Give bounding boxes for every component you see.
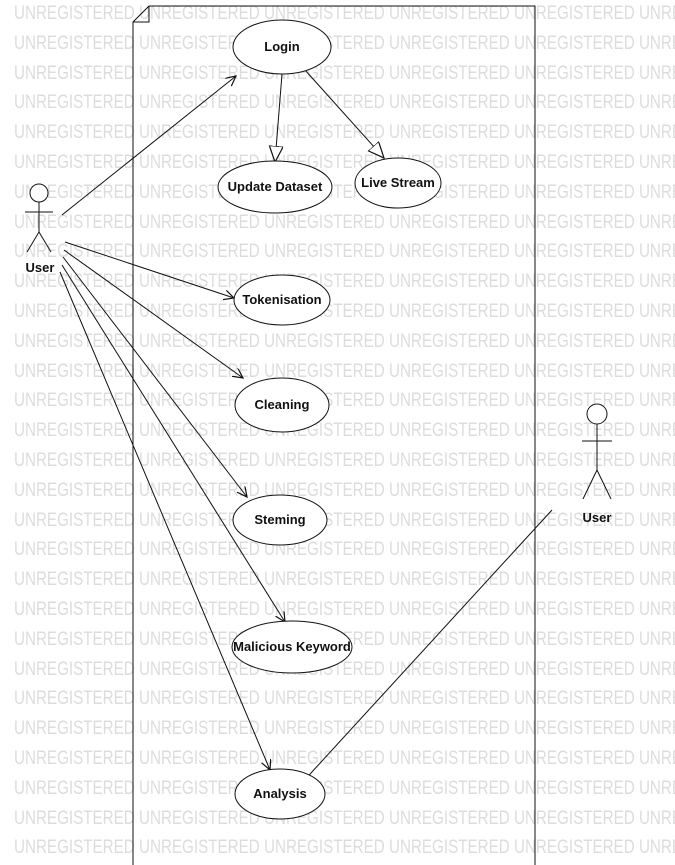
actor-head	[586, 403, 608, 425]
assoc-user-steming	[62, 256, 247, 497]
use-case-ellipse	[234, 768, 326, 820]
use-case-label: Malicious Keyword	[233, 639, 351, 654]
use-case-label: Cleaning	[255, 397, 310, 412]
use-case-update-dataset: Update Dataset	[217, 160, 333, 214]
system-boundary	[132, 5, 536, 865]
use-case-login: Login	[232, 19, 332, 75]
actor-label: User	[26, 260, 55, 275]
assoc-user-malicious-keyword	[61, 264, 285, 622]
actor-head	[29, 183, 49, 203]
use-case-ellipse	[354, 157, 442, 209]
actor-label: User	[583, 510, 612, 525]
use-case-malicious-keyword: Malicious Keyword	[231, 620, 353, 674]
assoc-user-analysis	[59, 271, 270, 770]
actor-user-right: User	[582, 403, 612, 525]
use-case-analysis: Analysis	[234, 768, 326, 820]
use-case-label: Analysis	[253, 786, 306, 801]
use-case-label: Steming	[254, 512, 305, 527]
actor-leg-right	[38, 231, 52, 253]
use-case-ellipse	[232, 494, 328, 546]
use-case-ellipse	[233, 274, 331, 326]
extend-login-update	[275, 73, 282, 162]
use-case-ellipse	[231, 620, 353, 674]
association-lines	[59, 69, 553, 786]
use-case-live-stream: Live Stream	[354, 157, 442, 209]
use-case-ellipse	[232, 19, 332, 75]
use-case-ellipse	[234, 377, 330, 433]
use-case-tokenisation: Tokenisation	[233, 274, 331, 326]
use-case-cleaning: Cleaning	[234, 377, 330, 433]
extend-login-livestream	[304, 69, 384, 158]
use-case-label: Update Dataset	[228, 179, 323, 194]
assoc-user-tokenisation	[64, 241, 234, 298]
actor-user-left: User	[25, 183, 55, 275]
actor-leg-right	[596, 469, 612, 500]
use-case-label: Login	[264, 39, 299, 54]
use-case-label: Live Stream	[361, 175, 435, 190]
use-case-label: Tokenisation	[242, 292, 321, 307]
use-case-steming: Steming	[232, 494, 328, 546]
actor-leg-left	[582, 469, 598, 500]
assoc-user-login	[61, 76, 236, 216]
assoc-right-user-analysis	[299, 509, 553, 786]
use-case-ellipse	[217, 160, 333, 214]
assoc-user-cleaning	[63, 249, 243, 378]
actor-leg-left	[26, 231, 40, 253]
